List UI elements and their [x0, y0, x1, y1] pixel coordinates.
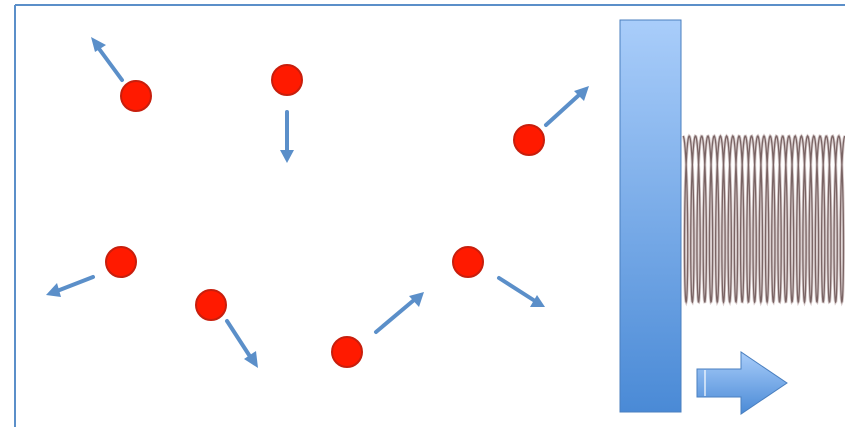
velocity-arrows: [46, 37, 589, 368]
particle-2: [271, 64, 303, 96]
particle-6: [331, 336, 363, 368]
spring-coil-shadow: [681, 133, 845, 307]
piston-plate: [619, 19, 682, 413]
spring-coil: [682, 134, 845, 304]
particle-7: [452, 246, 484, 278]
particle-1: [120, 80, 152, 112]
velocity-arrow-6: [374, 292, 424, 334]
gas-particles: [105, 64, 545, 368]
right-arrow-icon: [696, 351, 788, 415]
velocity-arrow-1: [91, 37, 124, 82]
velocity-arrow-7: [497, 276, 545, 307]
particle-4: [105, 246, 137, 278]
container-outline: [14, 4, 845, 427]
coil-spring-icon: [681, 133, 845, 307]
velocity-arrow-3: [544, 86, 589, 127]
velocity-arrow-5: [225, 319, 258, 368]
particle-3: [513, 124, 545, 156]
velocity-arrow-2: [280, 110, 294, 163]
velocity-arrow-4: [46, 275, 95, 297]
particle-5: [195, 289, 227, 321]
